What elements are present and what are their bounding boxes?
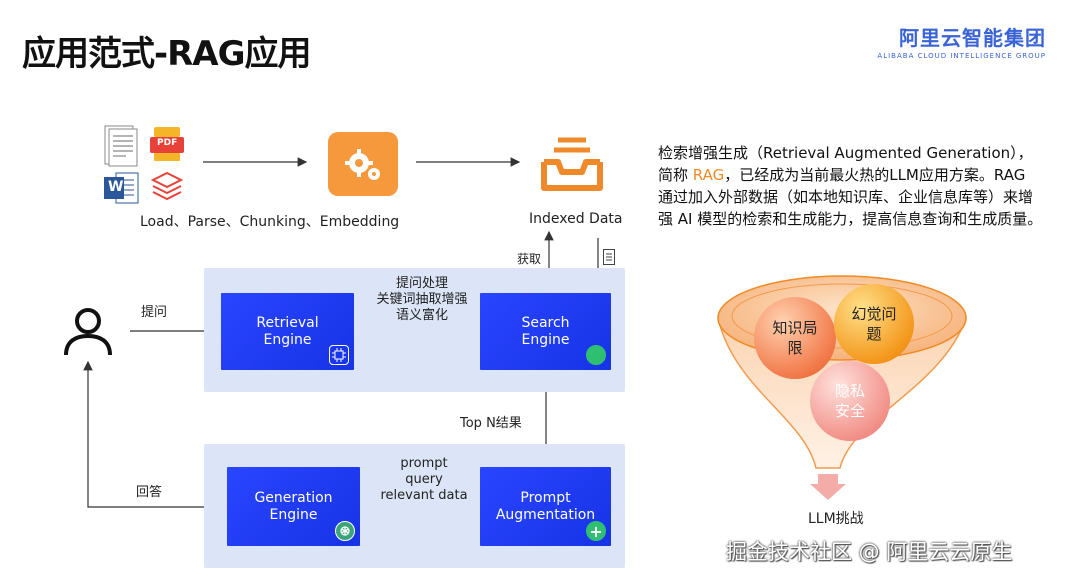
search-status-icon [586, 345, 606, 365]
arrow-answer [83, 360, 225, 508]
ball-knowledge-limit: 知识局限 [754, 297, 836, 379]
prompt-augmentation-line1: Prompt [520, 489, 571, 506]
ball-knowledge-line1: 知识局 [772, 319, 818, 337]
prompt-data-labels: prompt query relevant data [372, 456, 476, 504]
watermark: 掘金技术社区 @ 阿里云云原生 [726, 540, 1013, 564]
answer-label: 回答 [136, 485, 163, 500]
indexed-data-label: Indexed Data [529, 211, 623, 227]
pipeline-steps-label: Load、Parse、Chunking、Embedding [140, 214, 400, 230]
plus-icon: + [586, 521, 606, 541]
description-line2: 简称 RAG，已经成为当前最火热的LLM应用方案。RAG [658, 164, 1070, 186]
top-n-label: Top N结果 [460, 416, 522, 431]
query-process-line1: 提问处理 [395, 276, 448, 291]
search-engine-line1: Search [521, 314, 570, 331]
prompt-data-line2: query [405, 472, 443, 487]
ball-hallucination-line2: 题 [866, 325, 882, 343]
description-line2-post: ，已经成为当前最火热的LLM应用方案。RAG [724, 166, 1026, 184]
prompt-augmentation-line2: Augmentation [495, 506, 596, 523]
ball-knowledge-line2: 限 [787, 339, 803, 357]
pdf-icon: PDF [150, 127, 184, 161]
search-engine-box: Search Engine [480, 293, 611, 370]
rag-highlight: RAG [692, 166, 725, 184]
brand-logo: 阿里云智能集团 ALIBABA CLOUD INTELLIGENCE GROUP [877, 22, 1046, 60]
pdf-label: PDF [157, 138, 178, 148]
layers-icon [150, 170, 184, 208]
query-process-labels: 提问处理 关键词抽取增强 语义富化 [372, 276, 472, 324]
ask-label: 提问 [141, 305, 168, 320]
ball-privacy-line2: 安全 [834, 402, 865, 420]
word-label: W [108, 179, 124, 195]
brand-name-en: ALIBABA CLOUD INTELLIGENCE GROUP [877, 52, 1046, 60]
document-icon [104, 125, 138, 171]
funnel-down-arrow [810, 474, 846, 500]
query-process-line2: 关键词抽取增强 [376, 292, 468, 307]
brand-name-cn: 阿里云智能集团 [899, 26, 1046, 50]
page-title: 应用范式-RAG应用 [22, 34, 312, 74]
ball-hallucination: 幻觉问题 [834, 284, 914, 364]
prompt-data-line3: relevant data [380, 488, 468, 503]
retrieval-engine-line2: Engine [263, 331, 312, 348]
ball-privacy-line1: 隐私 [834, 382, 865, 400]
generation-engine-box: Generation Engine [227, 467, 360, 546]
word-icon: W [104, 171, 140, 209]
openai-icon [335, 521, 355, 541]
description-line1: 检索增强生成（Retrieval Augmented Generation）， [658, 144, 1033, 162]
fetch-label: 获取 [517, 252, 542, 266]
retrieval-engine-line1: Retrieval [256, 314, 319, 331]
prompt-data-line1: prompt [400, 456, 448, 471]
ball-hallucination-line1: 幻觉问 [851, 305, 897, 323]
chip-icon [329, 345, 349, 365]
user-icon [62, 305, 114, 361]
description-line3: 通过加入外部数据（如本地知识库、企业信息库等）来增 [658, 188, 1034, 206]
generation-engine-line2: Engine [269, 506, 318, 523]
search-engine-line2: Engine [521, 331, 570, 348]
description-line4: 强 AI 模型的检索和生成能力，提高信息查询和生成质量。 [658, 210, 1043, 228]
generation-engine-line1: Generation [254, 489, 333, 506]
inbox-tray-icon [536, 132, 608, 198]
doc-small-icon [603, 249, 615, 269]
rag-description: 检索增强生成（Retrieval Augmented Generation）， … [658, 142, 1070, 230]
description-line2-pre: 简称 [658, 166, 693, 184]
embedding-gear-icon [328, 132, 398, 196]
retrieval-engine-box: Retrieval Engine [221, 293, 354, 370]
ball-privacy: 隐私安全 [810, 361, 890, 441]
llm-challenge-caption: LLM挑战 [808, 511, 864, 527]
prompt-augmentation-box: Prompt Augmentation + [480, 467, 611, 546]
query-process-line3: 语义富化 [395, 308, 448, 323]
